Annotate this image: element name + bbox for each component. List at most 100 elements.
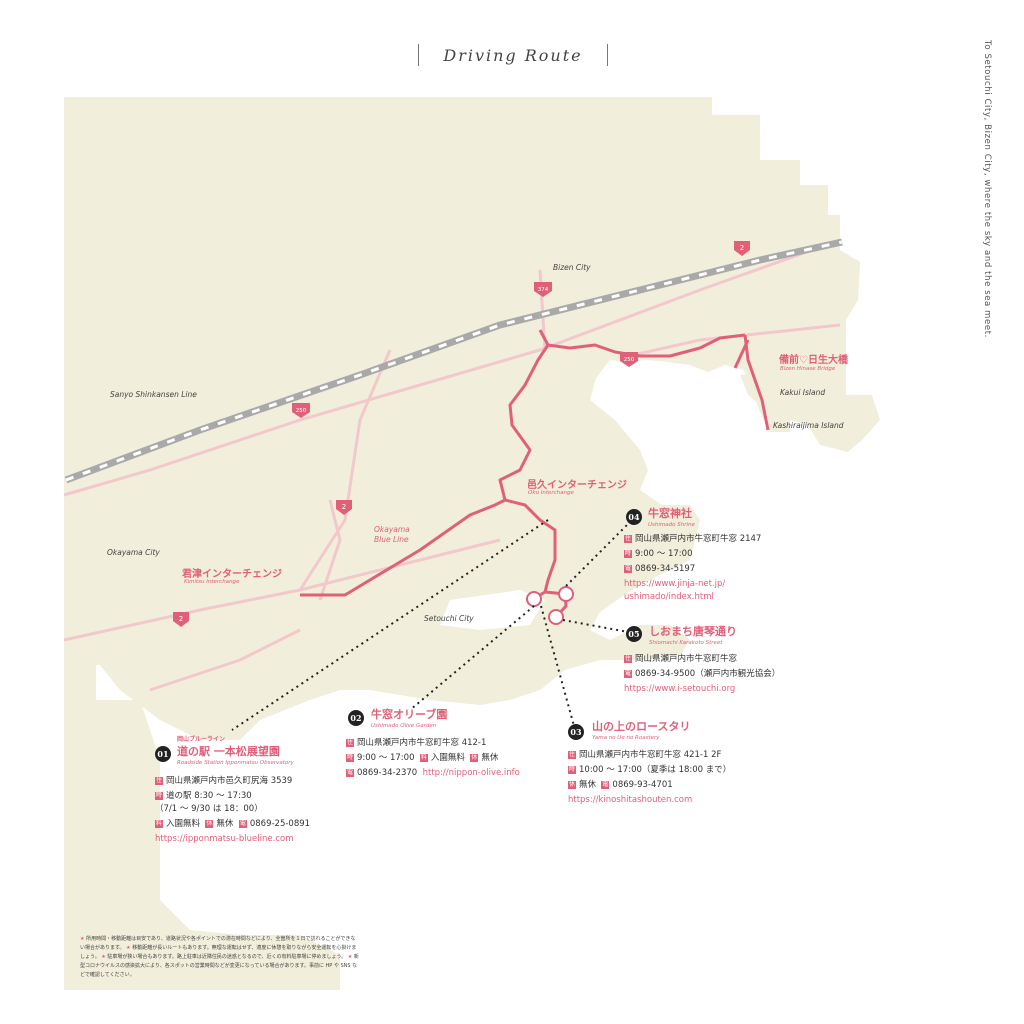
place-kimitsu-ic-en: Kimitsu Interchange [184, 579, 240, 585]
land-islands [540, 370, 820, 662]
spot-03-hours: 10:00 〜 17:00（夏季は 18:00 まで） [579, 765, 732, 775]
place-oku-ic: 邑久インターチェンジ [527, 480, 627, 491]
driving-route [300, 329, 770, 619]
spot-02-name: 牛窓オリーブ園 [371, 708, 448, 721]
label-blue-line-2: Blue Line [374, 535, 409, 544]
spot-01-url[interactable]: https://ipponmatsu-blueline.com [155, 834, 294, 844]
land-main [64, 97, 880, 990]
spot-02-hours: 9:00 〜 17:00 [357, 753, 415, 763]
tel-tag-icon: 電 [346, 768, 354, 777]
spot-01-hours: 道の駅 8:30 〜 17:30 [166, 791, 252, 801]
spot-number-05: 05 [626, 626, 642, 642]
address-tag-icon: 住 [346, 738, 354, 747]
spot-02-tel: 0869-34-2370 [357, 768, 418, 778]
spot-01-kicker: 岡山ブルーライン [177, 736, 226, 743]
spot-01-details: 住岡山県瀬戸内市邑久町尻海 3539 時道の駅 8:30 〜 17:30 （7/… [155, 772, 310, 844]
spot-04-url2[interactable]: ushimado/index.html [624, 592, 714, 602]
spot-05-url[interactable]: https://www.i-setouchi.org [624, 684, 736, 694]
closed-tag-icon: 休 [470, 753, 479, 762]
page-title: Driving Route [443, 46, 583, 65]
spot-number-02: 02 [348, 710, 364, 726]
spot-number-03: 03 [568, 724, 584, 740]
spot-03-tel: 0869-93-4701 [612, 780, 673, 790]
tel-tag-icon: 電 [601, 780, 610, 789]
tel-tag-icon: 電 [624, 564, 632, 573]
spot-01-closed: 無休 [216, 819, 234, 829]
address-tag-icon: 住 [624, 534, 632, 543]
spot-02-url[interactable]: http://nippon-olive.info [422, 768, 520, 778]
spot-02-en: Ushimado Olive Garden [371, 723, 437, 729]
place-kimitsu-ic: 君津インターチェンジ [182, 569, 282, 580]
svg-text:250: 250 [296, 408, 307, 414]
spot-02-card: 牛窓オリーブ園 Ushimado Olive Garden [371, 706, 447, 729]
title-divider-right [607, 44, 608, 66]
fee-tag-icon: 料 [155, 819, 163, 828]
spot-03-closed: 無休 [579, 780, 597, 790]
spot-03-en: Yama no Ue no Roastery [592, 735, 660, 741]
spot-01-address: 岡山県瀬戸内市邑久町尻海 3539 [166, 776, 293, 786]
shield-2-b [336, 500, 352, 515]
closed-tag-icon: 休 [205, 819, 214, 828]
svg-text:2: 2 [179, 615, 183, 623]
spot-04-en: Ushimado Shrine [648, 522, 695, 528]
label-kashiraijima-island: Kashiraijima Island [773, 421, 844, 430]
spot-01-tel: 0869-25-0891 [249, 819, 311, 829]
leader-lines [231, 519, 631, 731]
road-shields: 2 2 2 374 250 250 [173, 241, 750, 627]
sanyo-shinkansen-line [64, 238, 843, 484]
shield-250-b [620, 352, 638, 367]
svg-text:2: 2 [740, 244, 744, 252]
footnotes: ★ 所用時間・移動距離は目安であり、道路状況や各ポイントでの滞在時間などにより、… [80, 935, 360, 980]
note-3: 駐車場が狭い場合もあります。路上駐車は近隣住民の迷惑となるので、近くの有料駐車場… [107, 954, 347, 960]
spot-04-hours: 9:00 〜 17:00 [635, 549, 693, 559]
spot-01-en: Roadside Station Ipponmatsu Observatory [177, 760, 294, 766]
label-bizen-city: Bizen City [553, 263, 591, 272]
title-divider-left [418, 44, 419, 66]
note-1: 所用時間・移動距離は目安であり、道路状況や各ポイントでの滞在時間などにより、全箇… [80, 936, 356, 951]
spot-05-address: 岡山県瀬戸内市牛窓町牛窓 [635, 654, 738, 664]
spot-05-name: しおまち唐琴通り [649, 625, 737, 638]
spot-03-url[interactable]: https://kinoshitashouten.com [568, 795, 693, 805]
address-tag-icon: 住 [155, 776, 163, 785]
spot-04-card: 牛窓神社 Ushimado Shrine [648, 505, 695, 528]
title-block: Driving Route [418, 42, 608, 70]
spot-marker-04 [558, 586, 574, 602]
hours-tag-icon: 時 [624, 549, 632, 558]
label-okayama-city: Okayama City [107, 548, 160, 557]
spot-03-name: 山の上のロースタリ [592, 720, 691, 733]
label-kakui-island: Kakui Island [780, 388, 826, 397]
side-caption: To Setouchi City, Bizen City, where the … [982, 40, 992, 338]
hours-tag-icon: 時 [155, 791, 163, 800]
spot-04-url[interactable]: https://www.jinja-net.jp/ [624, 579, 726, 589]
note-4: 新型コロナウイルスの感染拡大により、各スポットの営業時間などが変更になっている場… [80, 954, 359, 978]
place-oku-ic-en: Oku Interchange [528, 490, 574, 496]
hours-tag-icon: 時 [568, 765, 576, 774]
tel-tag-icon: 電 [624, 669, 632, 678]
spot-01-fee: 入園無料 [166, 819, 201, 829]
closed-tag-icon: 休 [568, 780, 576, 789]
spot-04-name: 牛窓神社 [648, 507, 692, 520]
label-sanyo-line: Sanyo Shinkansen Line [110, 390, 197, 399]
shield-374 [534, 282, 552, 297]
spot-number-01: 01 [155, 746, 171, 762]
star-icon: ★ [101, 954, 106, 960]
spot-01-hours2: （7/1 〜 9/30 は 18：00） [155, 804, 263, 814]
svg-text:2: 2 [342, 503, 346, 511]
label-setouchi-city: Setouchi City [424, 614, 474, 623]
spot-marker-02 [526, 591, 542, 607]
sea-inlet [440, 590, 545, 630]
spot-marker-05 [548, 609, 564, 625]
fee-tag-icon: 料 [419, 753, 428, 762]
shield-2-a [734, 241, 750, 256]
star-icon: ★ [347, 954, 353, 960]
address-tag-icon: 住 [624, 654, 632, 663]
spot-01-name: 道の駅 一本松展望園 [177, 745, 280, 758]
spot-05-en: Shiomachi Karakoto Street [649, 640, 723, 646]
star-icon: ★ [126, 945, 131, 951]
spot-05-card: しおまち唐琴通り Shiomachi Karakoto Street [649, 623, 737, 646]
shield-250-a [292, 403, 310, 418]
svg-text:374: 374 [538, 287, 549, 293]
